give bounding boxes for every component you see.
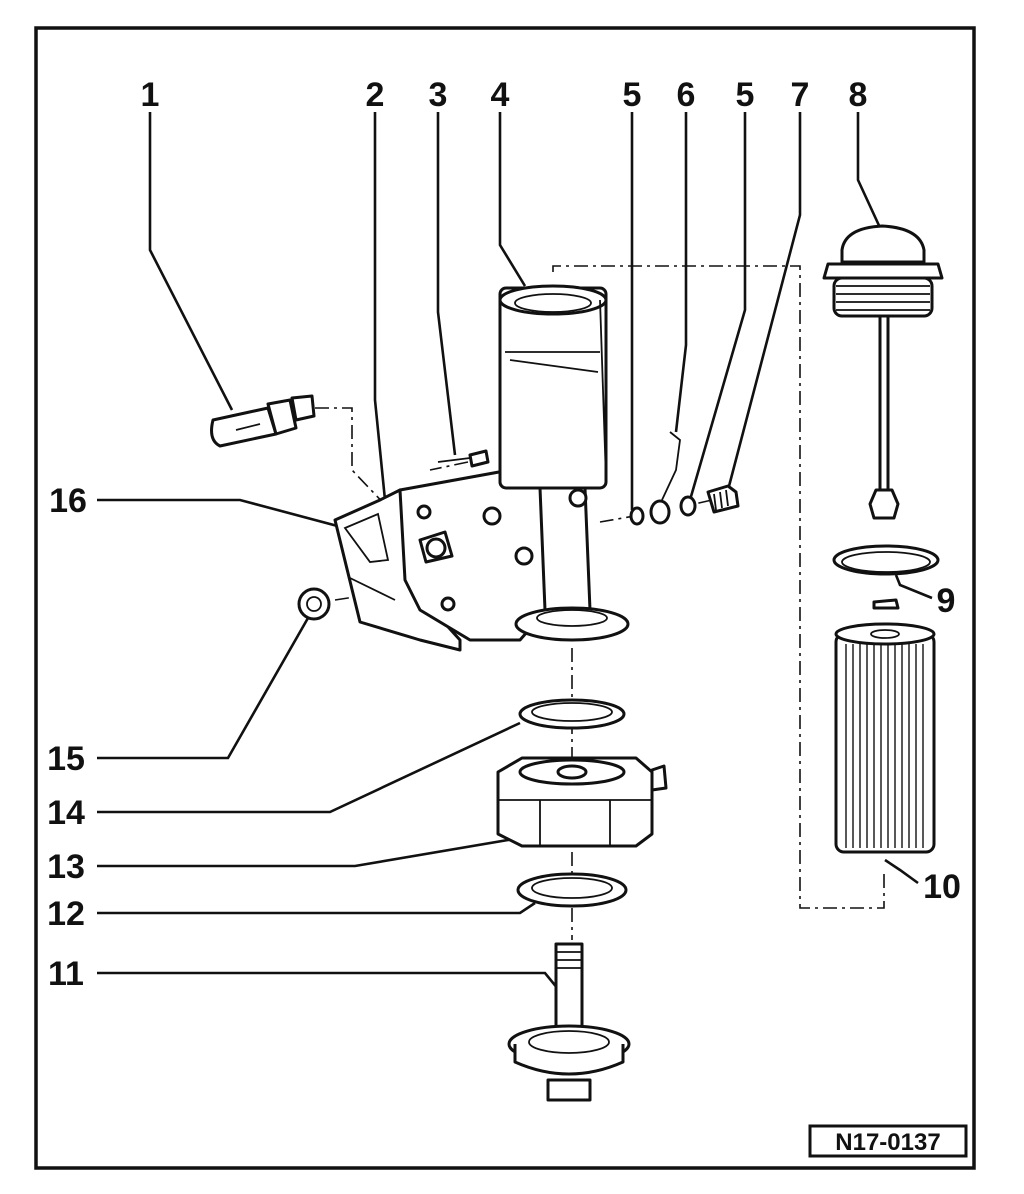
callout-9: 9 (937, 582, 956, 620)
callout-1: 1 (141, 76, 160, 114)
callout-7: 7 (791, 76, 810, 114)
oil-pressure-switch-part (210, 394, 316, 448)
callout-5b: 5 (736, 76, 755, 114)
callout-11: 11 (48, 955, 84, 993)
callout-labels: 1 2 3 4 5 6 5 7 8 9 10 11 12 13 14 15 16 (47, 76, 961, 993)
callout-16: 16 (49, 482, 87, 520)
callout-15: 15 (47, 740, 85, 778)
callout-14: 14 (47, 794, 85, 832)
callout-3: 3 (429, 76, 448, 114)
oil-cooler-part (496, 756, 668, 848)
drawing-code-border (808, 1124, 968, 1158)
filter-cap-part (822, 224, 944, 520)
callout-10: 10 (923, 868, 961, 906)
hollow-bolt-part (507, 942, 631, 1102)
callout-12: 12 (47, 895, 85, 933)
plug-part (297, 587, 331, 621)
lower-seal-part (516, 872, 628, 908)
callout-8: 8 (849, 76, 868, 114)
drawing-code-box: N17-0137 (808, 1124, 968, 1158)
upper-seal-part (518, 698, 626, 730)
callout-2: 2 (366, 76, 385, 114)
callout-13: 13 (47, 848, 85, 886)
drawing-code: N17-0137 (835, 1129, 940, 1156)
callout-4: 4 (491, 76, 510, 114)
leader-lines (97, 112, 933, 1001)
callout-6: 6 (677, 76, 696, 114)
filter-element-part (834, 622, 936, 854)
oil-filter-housing-part (398, 284, 630, 642)
small-seals-and-clip-parts (629, 431, 740, 526)
cap-seal-ring-part (832, 544, 940, 610)
fitting-part (418, 530, 454, 564)
diagram-frame (34, 26, 976, 1170)
callout-5a: 5 (623, 76, 642, 114)
